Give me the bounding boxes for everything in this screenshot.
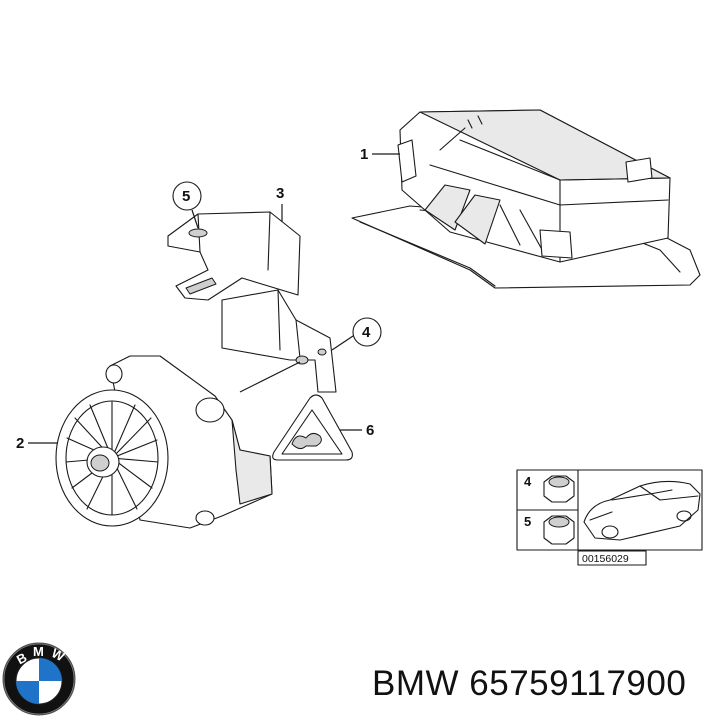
svg-text:6: 6 [366,422,374,439]
part-3-bracket [167,211,337,393]
svg-text:M: M [33,644,44,659]
svg-text:00156029: 00156029 [582,553,629,565]
part-2-siren [55,355,273,529]
part-6-warning-label [272,394,353,461]
part-number: 65759117900 [469,664,687,703]
callout-4: 4 [331,317,382,351]
brand-name: BMW [372,664,460,703]
inset-car-icon [583,480,701,541]
part-1-control-module [351,109,701,289]
inset-nut-icon [543,475,575,503]
callout-3: 3 [276,185,284,222]
inset-nut-icon [543,515,575,545]
callout-6: 6 [340,422,374,439]
assembly-leader-line [239,361,301,393]
svg-text:4: 4 [524,474,532,489]
callout-1: 1 [360,146,400,163]
svg-text:1: 1 [360,146,368,163]
bmw-logo: B M W [2,642,76,716]
svg-text:5: 5 [524,514,531,529]
svg-text:5: 5 [182,188,190,205]
part-number-caption: BMW 65759117900 [372,664,716,704]
callout-5: 5 [172,181,202,229]
svg-text:4: 4 [362,324,371,341]
callout-2: 2 [16,435,58,452]
svg-text:3: 3 [276,185,284,202]
svg-text:2: 2 [16,435,24,452]
inset-panel: 4 5 00156029 [516,469,703,566]
